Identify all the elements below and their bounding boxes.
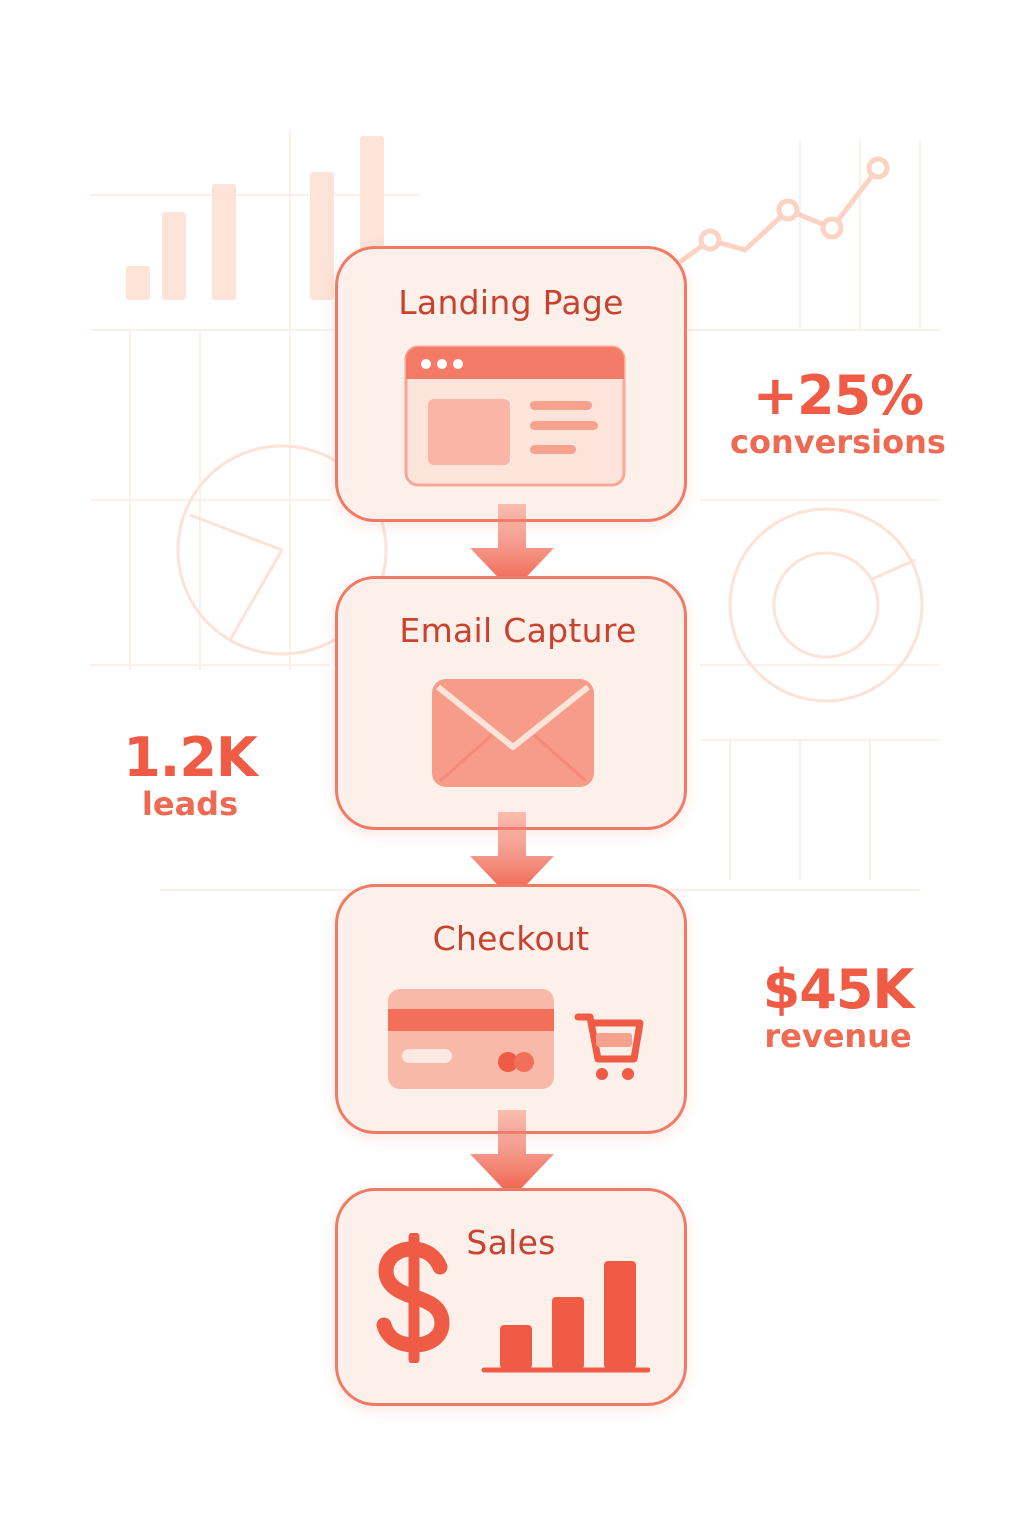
stat-label: revenue xyxy=(764,1017,912,1055)
stage-email-capture[interactable]: Email Capture xyxy=(335,576,687,830)
stage-sales[interactable]: Sales xyxy=(335,1188,687,1406)
shopping-cart-icon xyxy=(574,1013,644,1080)
stat-value: 1.2K xyxy=(123,726,258,789)
stat-conversions: +25% conversions xyxy=(718,364,958,461)
stage-title: Email Capture xyxy=(399,611,637,650)
dollar-sign-icon xyxy=(376,1233,450,1363)
down-arrow-icon xyxy=(470,1110,554,1198)
stat-label: leads xyxy=(141,785,239,823)
bar-chart-icon xyxy=(481,1261,650,1373)
faint-line-chart-icon xyxy=(678,156,890,265)
down-arrow-icon xyxy=(470,812,554,900)
stage-title: Checkout xyxy=(432,919,590,958)
stat-label: conversions xyxy=(730,423,946,461)
stage-title: Sales xyxy=(466,1223,556,1262)
faint-pie-chart-icon xyxy=(176,444,388,656)
stage-landing-page[interactable]: Landing Page xyxy=(335,246,687,522)
browser-window-icon xyxy=(404,345,626,487)
stat-revenue: $45K revenue xyxy=(738,958,938,1055)
stat-value: $45K xyxy=(762,958,915,1021)
stat-value: +25% xyxy=(752,364,925,427)
envelope-icon xyxy=(432,679,594,787)
stage-title: Landing Page xyxy=(398,283,624,322)
stage-checkout[interactable]: Checkout xyxy=(335,884,687,1134)
down-arrow-icon xyxy=(470,504,554,592)
stat-leads: 1.2K leads xyxy=(100,726,280,823)
faint-donut-chart-icon xyxy=(728,507,924,703)
credit-card-icon xyxy=(388,989,554,1089)
